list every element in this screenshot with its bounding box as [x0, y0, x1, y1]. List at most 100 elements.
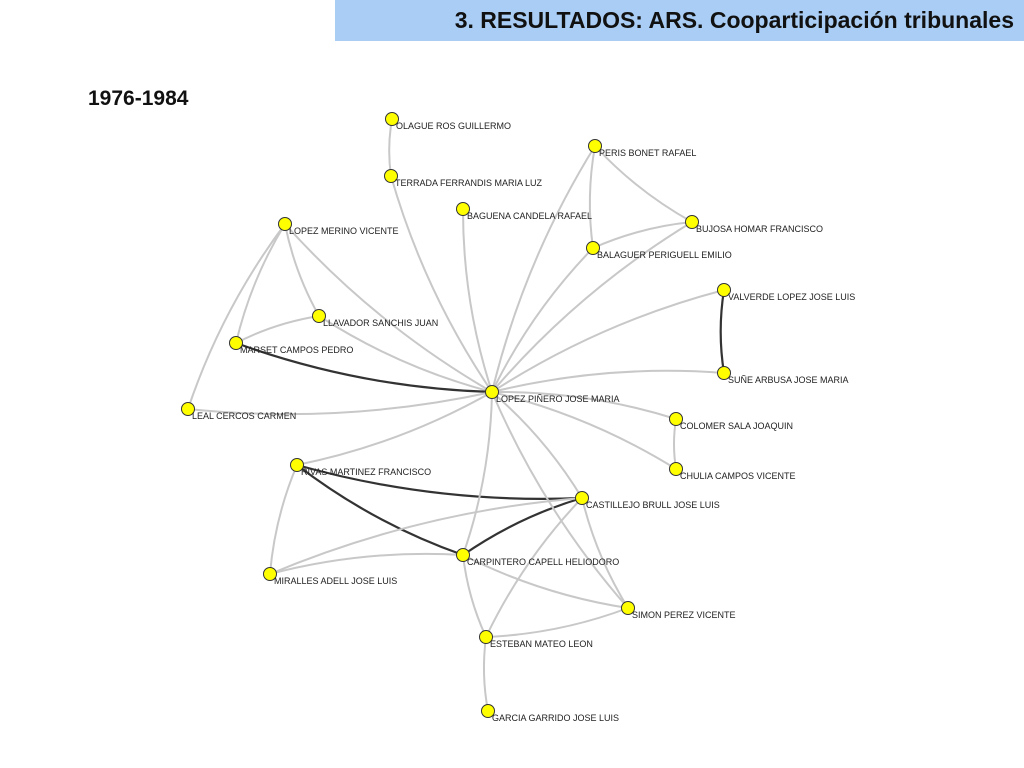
edge-olague-terrada: [388, 118, 393, 177]
node-marker[interactable]: [479, 630, 493, 644]
node-marker[interactable]: [669, 412, 683, 426]
node-carpintero[interactable]: CARPINTERO CAPELL HELIODORO: [456, 548, 620, 568]
node-label: TERRADA FERRANDIS MARIA LUZ: [395, 178, 543, 188]
edge-bujosa-lopezpinero: [491, 221, 693, 393]
node-marker[interactable]: [290, 458, 304, 472]
edge-colomer-lopezpinero: [491, 390, 677, 420]
edge-castillejo-simon: [581, 497, 629, 609]
node-marker[interactable]: [278, 217, 292, 231]
node-label: LLAVADOR SANCHIS JUAN: [323, 318, 438, 328]
edge-colomer-chulia: [673, 418, 677, 470]
node-leal[interactable]: LEAL CERCOS CARMEN: [181, 402, 297, 422]
node-marker[interactable]: [312, 309, 326, 323]
node-balaguer[interactable]: BALAGUER PERIGUELL EMILIO: [586, 241, 732, 261]
node-marset[interactable]: MARSET CAMPOS PEDRO: [229, 336, 354, 356]
node-label: PERIS BONET RAFAEL: [599, 148, 696, 158]
edge-valverde-lopezpinero: [491, 289, 725, 393]
edge-castillejo-miralles: [269, 497, 583, 575]
node-marker[interactable]: [575, 491, 589, 505]
edge-chulia-lopezpinero: [491, 391, 677, 470]
edge-carpintero-lopezpinero: [462, 391, 493, 556]
header-bar: 3. RESULTADOS: ARS. Cooparticipación tri…: [335, 0, 1024, 41]
node-label: OLAGUE ROS GUILLERMO: [396, 121, 511, 131]
edge-rivas-miralles: [269, 464, 298, 575]
node-label: MIRALLES ADELL JOSE LUIS: [274, 576, 397, 586]
edge-bujosa-balaguer: [592, 221, 693, 249]
node-marker[interactable]: [456, 548, 470, 562]
node-label: BALAGUER PERIGUELL EMILIO: [597, 250, 732, 260]
node-marker[interactable]: [263, 567, 277, 581]
node-olague[interactable]: OLAGUE ROS GUILLERMO: [385, 112, 512, 132]
node-marker[interactable]: [588, 139, 602, 153]
node-marker[interactable]: [456, 202, 470, 216]
edge-rivas-lopezpinero: [296, 391, 493, 466]
node-marker[interactable]: [621, 601, 635, 615]
node-marker[interactable]: [481, 704, 495, 718]
node-colomer[interactable]: COLOMER SALA JOAQUIN: [669, 412, 794, 432]
node-marker[interactable]: [384, 169, 398, 183]
node-marker[interactable]: [385, 112, 399, 126]
edge-lopezmerino-leal: [187, 223, 286, 410]
node-label: BAGUENA CANDELA RAFAEL: [467, 211, 592, 221]
node-miralles[interactable]: MIRALLES ADELL JOSE LUIS: [263, 567, 398, 587]
node-label: CASTILLEJO BRULL JOSE LUIS: [586, 500, 720, 510]
node-marker[interactable]: [485, 385, 499, 399]
node-chulia[interactable]: CHULIA CAMPOS VICENTE: [669, 462, 796, 482]
node-lopezmerino[interactable]: LOPEZ MERINO VICENTE: [278, 217, 399, 237]
edge-castillejo-esteban: [485, 497, 583, 638]
node-label: MARSET CAMPOS PEDRO: [240, 345, 353, 355]
edge-carpintero-esteban: [462, 554, 487, 638]
node-marker[interactable]: [717, 366, 731, 380]
edge-terrada-lopezpinero: [390, 175, 493, 393]
node-marker[interactable]: [685, 215, 699, 229]
network-nodes: OLAGUE ROS GUILLERMO TERRADA FERRANDIS MA…: [181, 112, 856, 724]
edge-baguena-lopezpinero: [461, 208, 493, 393]
node-peris[interactable]: PERIS BONET RAFAEL: [588, 139, 697, 159]
node-marker[interactable]: [181, 402, 195, 416]
node-label: ESTEBAN MATEO LEON: [490, 639, 593, 649]
network-edges: [187, 118, 726, 712]
edge-llavador-lopezpinero: [318, 315, 493, 393]
period-label: 1976-1984: [88, 87, 189, 110]
edge-esteban-garcia: [482, 636, 489, 712]
edge-esteban-simon: [485, 607, 629, 638]
node-marker[interactable]: [669, 462, 683, 476]
node-simon[interactable]: SIMON PEREZ VICENTE: [621, 601, 736, 621]
node-sune[interactable]: SUÑE ARBUSA JOSE MARIA: [717, 366, 849, 386]
edge-lopezmerino-marset: [235, 223, 286, 344]
node-label: LEAL CERCOS CARMEN: [192, 411, 296, 421]
node-label: RIVAS MARTINEZ FRANCISCO: [301, 467, 431, 477]
node-marker[interactable]: [717, 283, 731, 297]
node-llavador[interactable]: LLAVADOR SANCHIS JUAN: [312, 309, 439, 329]
edge-valverde-sune: [719, 289, 726, 374]
node-bujosa[interactable]: BUJOSA HOMAR FRANCISCO: [685, 215, 824, 235]
node-label: VALVERDE LOPEZ JOSE LUIS: [728, 292, 855, 302]
node-rivas[interactable]: RIVAS MARTINEZ FRANCISCO: [290, 458, 432, 478]
node-castillejo[interactable]: CASTILLEJO BRULL JOSE LUIS: [575, 491, 720, 511]
edge-balaguer-lopezpinero: [491, 247, 594, 393]
node-garcia[interactable]: GARCIA GARRIDO JOSE LUIS: [481, 704, 620, 724]
node-marker[interactable]: [229, 336, 243, 350]
edge-castillejo-lopezpinero: [491, 391, 583, 499]
node-label: GARCIA GARRIDO JOSE LUIS: [492, 713, 619, 723]
edge-rivas-castillejo: [296, 463, 583, 500]
node-esteban[interactable]: ESTEBAN MATEO LEON: [479, 630, 593, 650]
node-label: COLOMER SALA JOAQUIN: [680, 421, 793, 431]
node-marker[interactable]: [586, 241, 600, 255]
edge-leal-lopezpinero: [187, 391, 493, 416]
node-valverde[interactable]: VALVERDE LOPEZ JOSE LUIS: [717, 283, 856, 303]
node-label: LOPEZ MERINO VICENTE: [289, 226, 399, 236]
edge-castillejo-carpintero: [462, 496, 583, 556]
edge-peris-bujosa: [594, 145, 693, 223]
node-label: CHULIA CAMPOS VICENTE: [680, 471, 796, 481]
edge-lopezmerino-lopezpinero: [284, 223, 493, 393]
slide-title: 3. RESULTADOS: ARS. Cooparticipación tri…: [454, 7, 1014, 33]
node-label: SUÑE ARBUSA JOSE MARIA: [728, 375, 849, 385]
node-lopezpinero[interactable]: LOPEZ PIÑERO JOSE MARIA: [485, 385, 620, 405]
edge-carpintero-miralles: [269, 552, 464, 575]
node-baguena[interactable]: BAGUENA CANDELA RAFAEL: [456, 202, 593, 222]
node-terrada[interactable]: TERRADA FERRANDIS MARIA LUZ: [384, 169, 543, 189]
node-label: CARPINTERO CAPELL HELIODORO: [467, 557, 619, 567]
edge-llavador-marset: [235, 315, 320, 344]
